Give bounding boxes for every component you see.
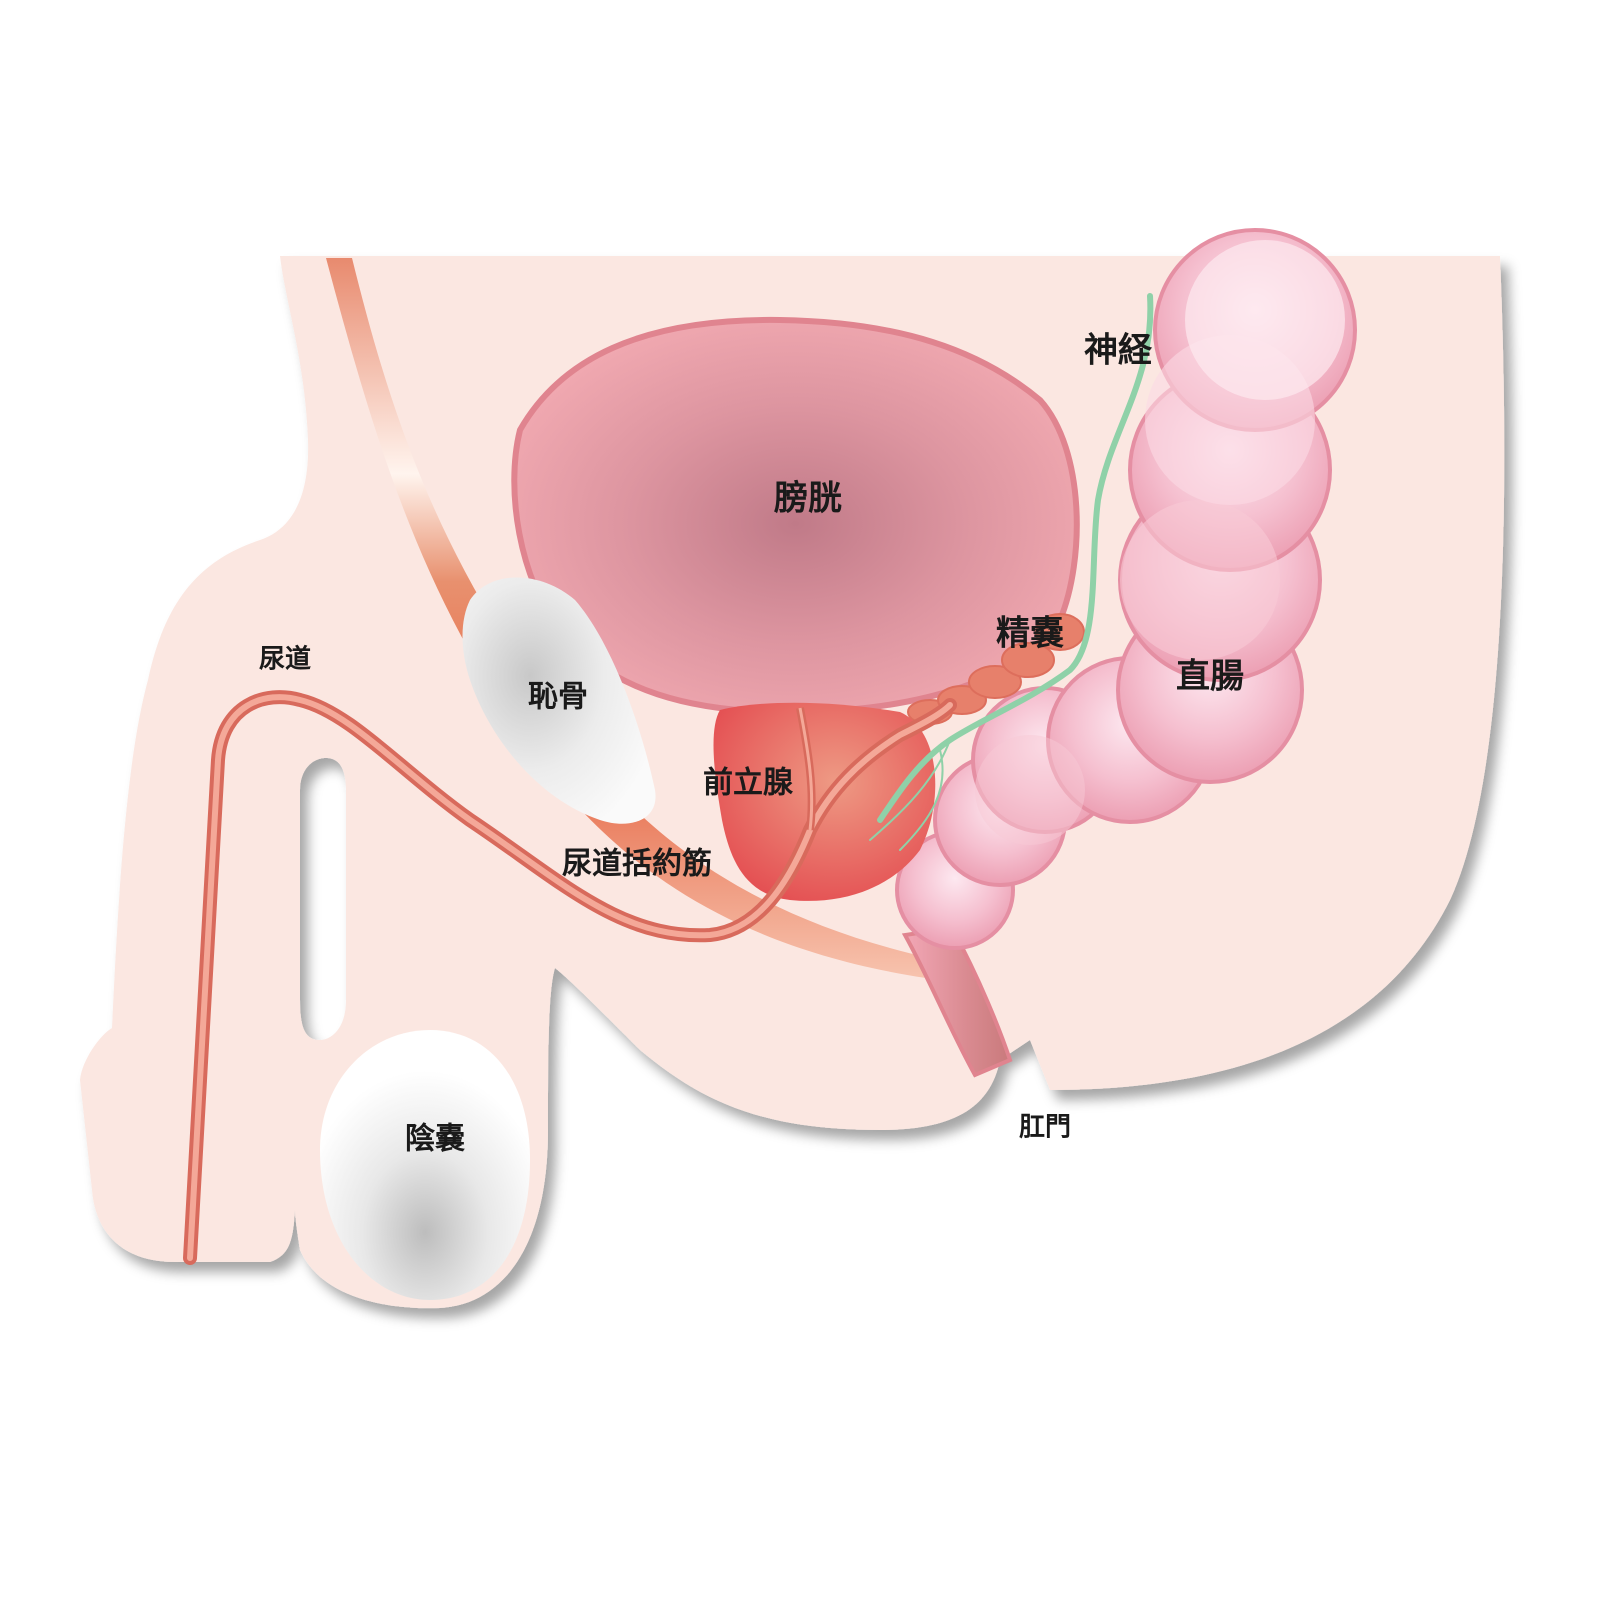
label-prostate: 前立腺 bbox=[703, 766, 794, 801]
urethra-bladder-neck-inner bbox=[798, 707, 814, 831]
label-urethral-sphincter: 尿道括約筋 bbox=[562, 847, 712, 882]
rectum bbox=[895, 228, 1357, 1078]
nerve bbox=[869, 293, 1154, 851]
pubic-bone bbox=[462, 577, 656, 824]
label-rectum: 直腸 bbox=[1176, 657, 1244, 697]
urethra-inner bbox=[187, 694, 953, 1261]
scrotum bbox=[320, 1030, 530, 1300]
seminal-vesicle bbox=[907, 613, 1085, 725]
muscle-band bbox=[326, 258, 930, 978]
label-seminal-vesicle: 精嚢 bbox=[996, 614, 1064, 654]
label-urethra: 尿道 bbox=[259, 644, 311, 675]
label-scrotum: 陰嚢 bbox=[405, 1122, 465, 1157]
label-anus: 肛門 bbox=[1019, 1113, 1071, 1143]
label-bladder: 膀胱 bbox=[774, 479, 842, 519]
label-pubic-bone: 恥骨 bbox=[528, 680, 588, 715]
label-nerve: 神経 bbox=[1084, 331, 1153, 371]
